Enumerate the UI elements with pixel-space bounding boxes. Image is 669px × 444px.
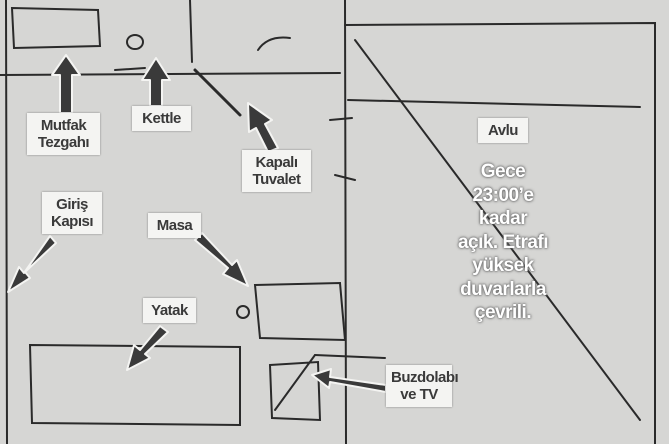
- wall-mark: [329, 117, 356, 181]
- left-wall: [5, 0, 8, 444]
- arrow-buzdolabi: [311, 368, 387, 393]
- label-kapali-tuvalet: Kapalı Tuvalet: [242, 150, 311, 192]
- kitchen-counter: [10, 6, 102, 50]
- label-line: Mutfak: [40, 117, 87, 134]
- label-mutfak-tezgahi: Mutfak Tezgahı: [27, 113, 100, 155]
- label-line: Buzdolabı: [391, 369, 459, 386]
- kitchen-wall: [0, 72, 341, 76]
- label-line: Kapısı: [50, 213, 94, 230]
- courtyard-diagonal: [354, 39, 641, 421]
- label-line: Kapalı: [255, 154, 298, 171]
- label-yatak: Yatak: [143, 298, 196, 323]
- label-line: Kettle: [142, 110, 181, 127]
- note-line: açık. Etrafı: [457, 231, 549, 253]
- counter-line: [114, 67, 146, 71]
- label-line: ve TV: [400, 386, 438, 403]
- note-line: 23:00’e: [472, 184, 534, 206]
- kitchen-divider: [189, 0, 193, 63]
- label-line: Tezgahı: [37, 134, 90, 151]
- label-line: Yatak: [151, 302, 188, 319]
- label-line: Avlu: [488, 122, 518, 139]
- note-line: duvarlarla: [460, 278, 546, 300]
- note-line: kadar: [478, 208, 528, 229]
- arrow-mutfak: [51, 54, 81, 114]
- table-sketch: [253, 281, 347, 342]
- toilet-arc: [257, 36, 291, 51]
- note-line: yüksek: [472, 255, 534, 276]
- room-divider: [344, 0, 347, 444]
- label-masa: Masa: [148, 213, 201, 238]
- arrow-masa: [194, 232, 249, 287]
- arrow-kettle: [141, 57, 171, 107]
- label-line: Giriş: [56, 196, 88, 213]
- fridge-sketch: [268, 354, 322, 422]
- label-buzdolabi-tv: Buzdolabı ve TV: [386, 365, 459, 407]
- label-line: Masa: [156, 217, 193, 234]
- kettle-sketch: [126, 34, 144, 50]
- label-line: Tuvalet: [252, 171, 301, 188]
- courtyard-top: [344, 21, 656, 444]
- label-giris-kapisi: Giriş Kapısı: [42, 192, 102, 234]
- bed-sketch: [28, 343, 241, 427]
- arrow-giris: [7, 235, 57, 293]
- courtyard-line: [347, 99, 641, 108]
- note-line: Gece: [480, 161, 526, 182]
- note-line: çevrili.: [474, 302, 532, 323]
- toilet-door: [193, 68, 242, 117]
- arrow-yatak: [126, 325, 169, 371]
- avlu-note: Gece 23:00’e kadar açık. Etrafı yüksek d…: [440, 160, 566, 325]
- label-kettle: Kettle: [132, 106, 191, 131]
- tv-line: [314, 354, 386, 359]
- chair-sketch: [236, 305, 250, 319]
- label-avlu: Avlu: [478, 118, 528, 143]
- arrow-tuvalet: [247, 102, 279, 153]
